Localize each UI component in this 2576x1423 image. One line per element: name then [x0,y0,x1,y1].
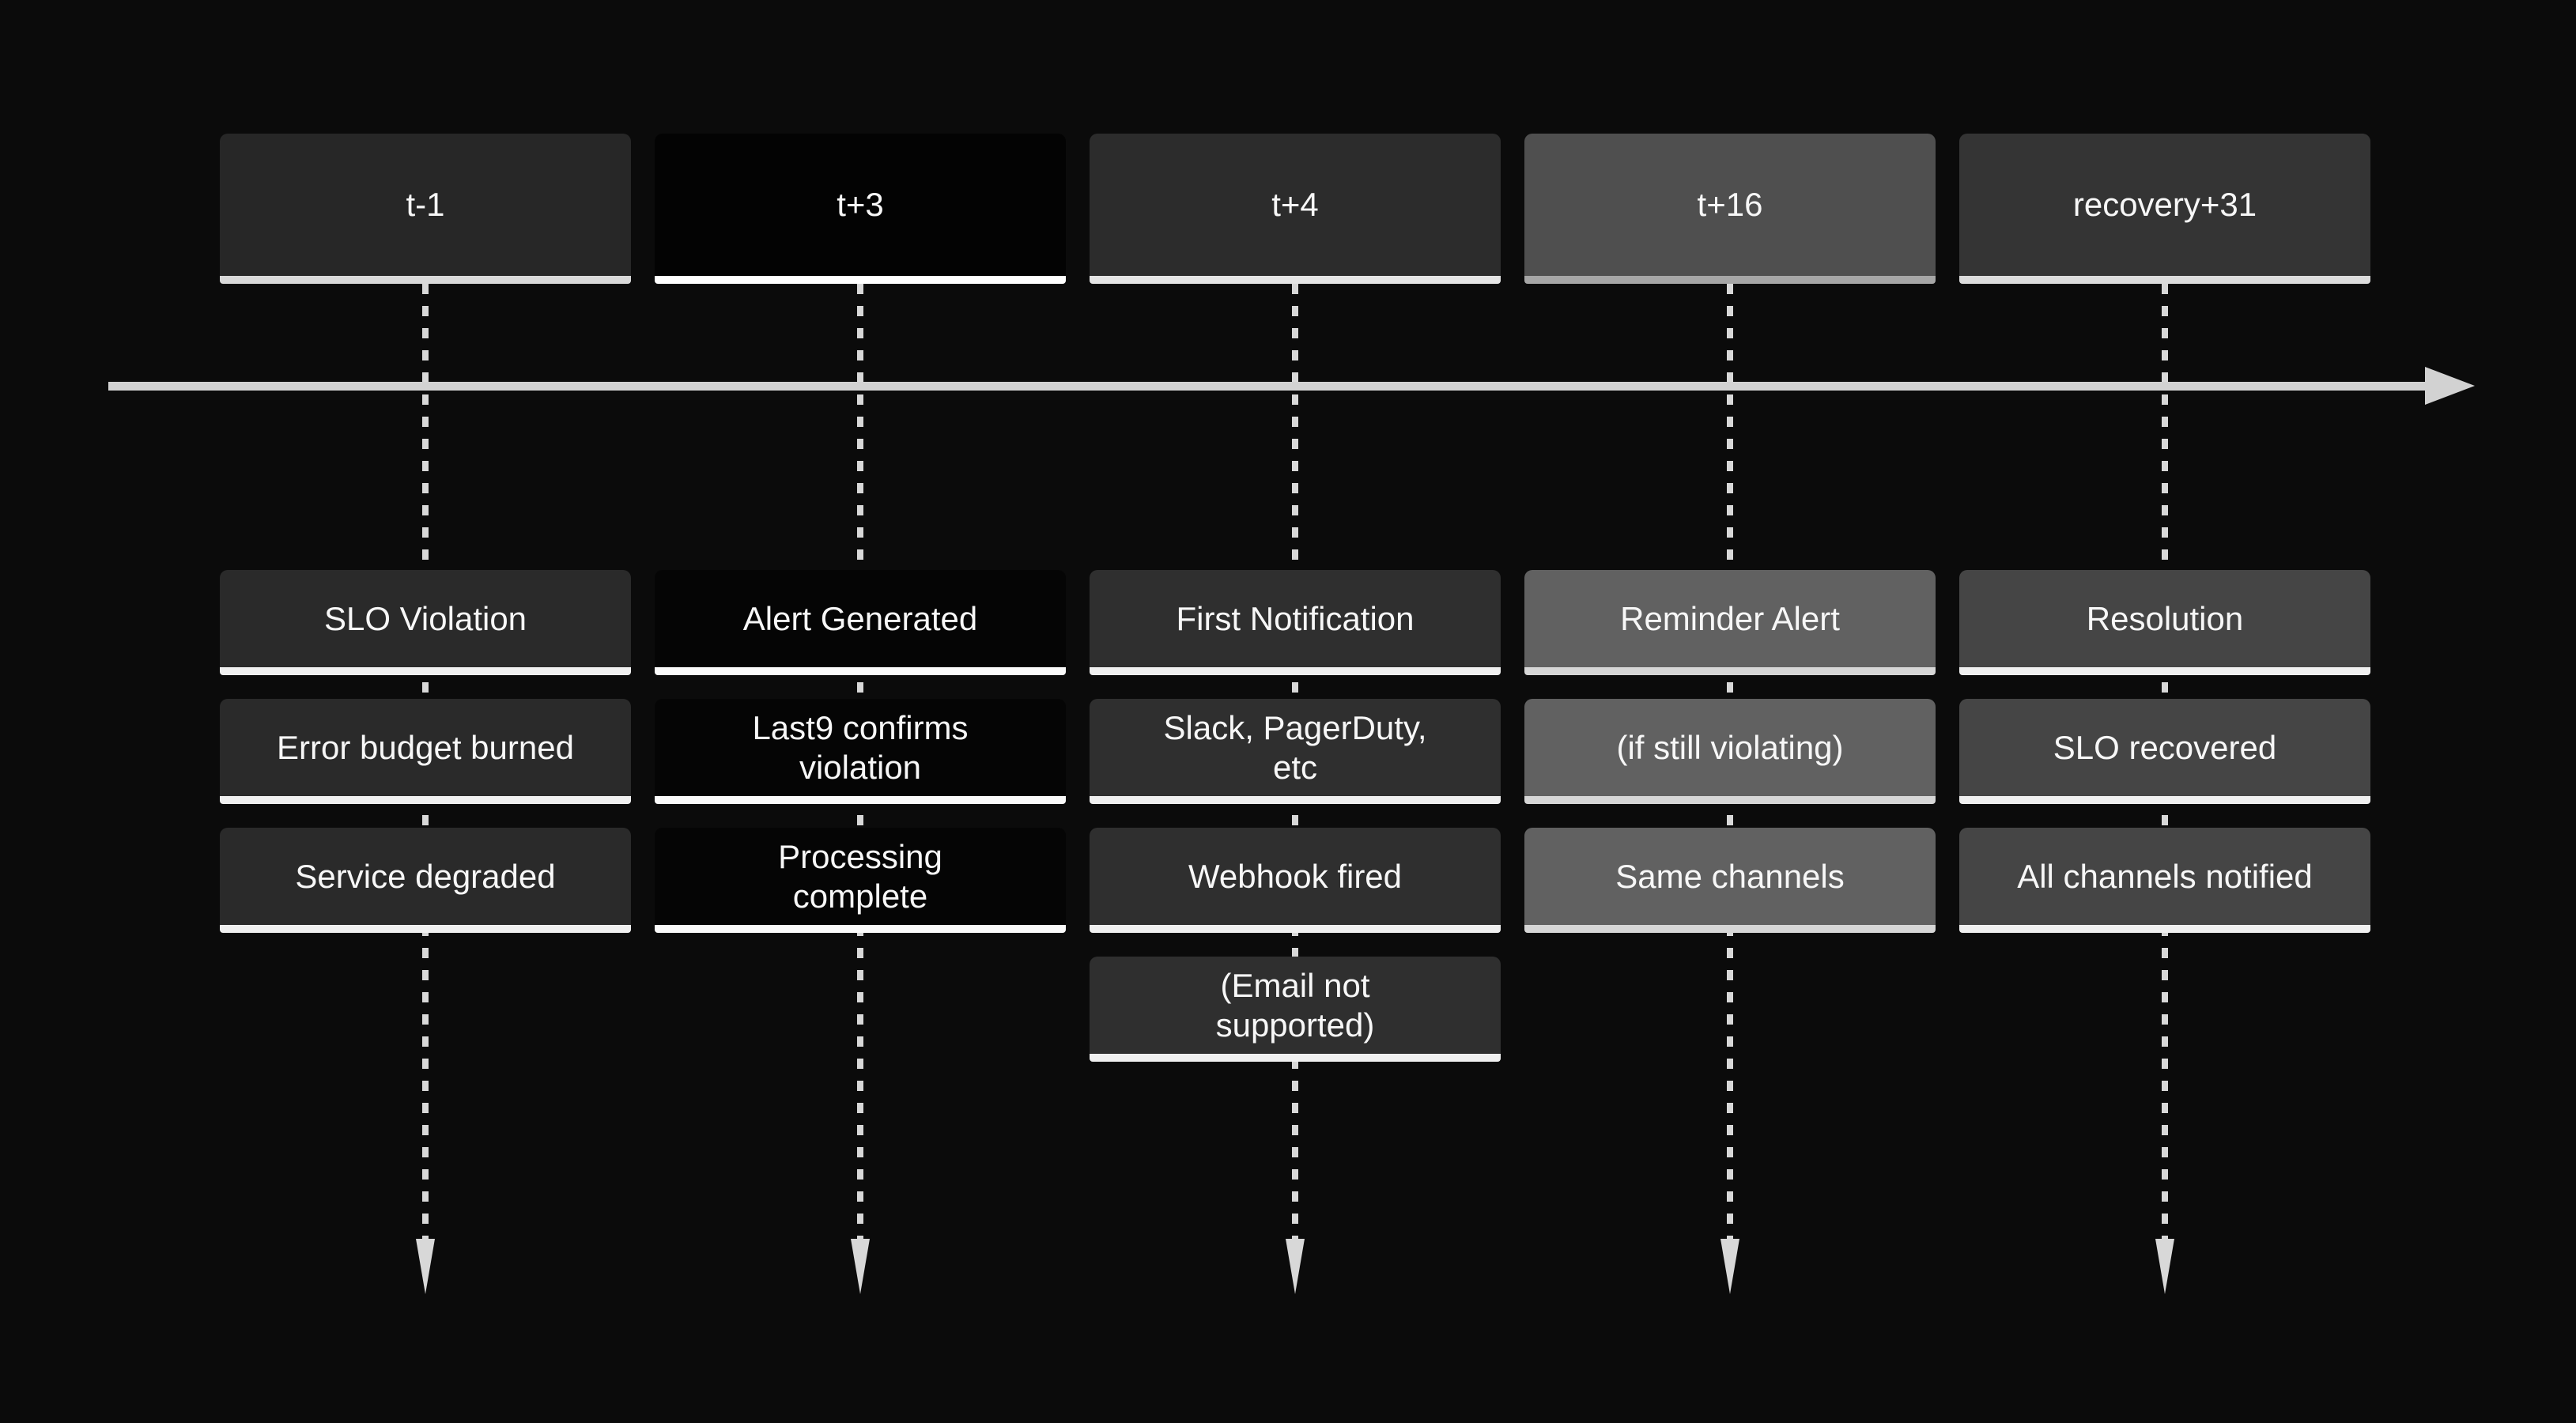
dashed-connector-arrowhead-icon [1720,1239,1739,1294]
event-box: Processing complete [655,828,1066,933]
dashed-connector-arrowhead-icon [851,1239,870,1294]
time-marker-recovery-plus-31: recovery+31 [1959,134,2370,284]
time-marker-t-plus-16: t+16 [1524,134,1936,284]
timeline-axis-arrow [108,367,2475,405]
dashed-connector-arrowhead-icon [1286,1239,1305,1294]
dashed-connector-arrowhead-icon [2155,1239,2174,1294]
event-box: First Notification [1090,570,1501,675]
event-box: Same channels [1524,828,1936,933]
dashed-connector-arrowhead-icon [416,1239,435,1294]
event-box: (if still violating) [1524,699,1936,804]
event-box: (Email not supported) [1090,957,1501,1062]
time-marker-t-1: t-1 [220,134,631,284]
event-list-t-plus-16: Reminder Alert (if still violating) Same c… [1524,570,1936,933]
event-box: SLO Violation [220,570,631,675]
event-box: Error budget burned [220,699,631,804]
event-box: Service degraded [220,828,631,933]
event-box: Slack, PagerDuty, etc [1090,699,1501,804]
event-box: Resolution [1959,570,2370,675]
timeline-axis-arrowhead-icon [2425,367,2475,405]
event-box: Webhook fired [1090,828,1501,933]
timeline-axis-shaft [108,381,2425,391]
event-box: All channels notified [1959,828,2370,933]
event-box: Alert Generated [655,570,1066,675]
event-box: Reminder Alert [1524,570,1936,675]
time-marker-t-plus-3: t+3 [655,134,1066,284]
event-box: SLO recovered [1959,699,2370,804]
event-box: Last9 confirms violation [655,699,1066,804]
time-marker-t-plus-4: t+4 [1090,134,1501,284]
